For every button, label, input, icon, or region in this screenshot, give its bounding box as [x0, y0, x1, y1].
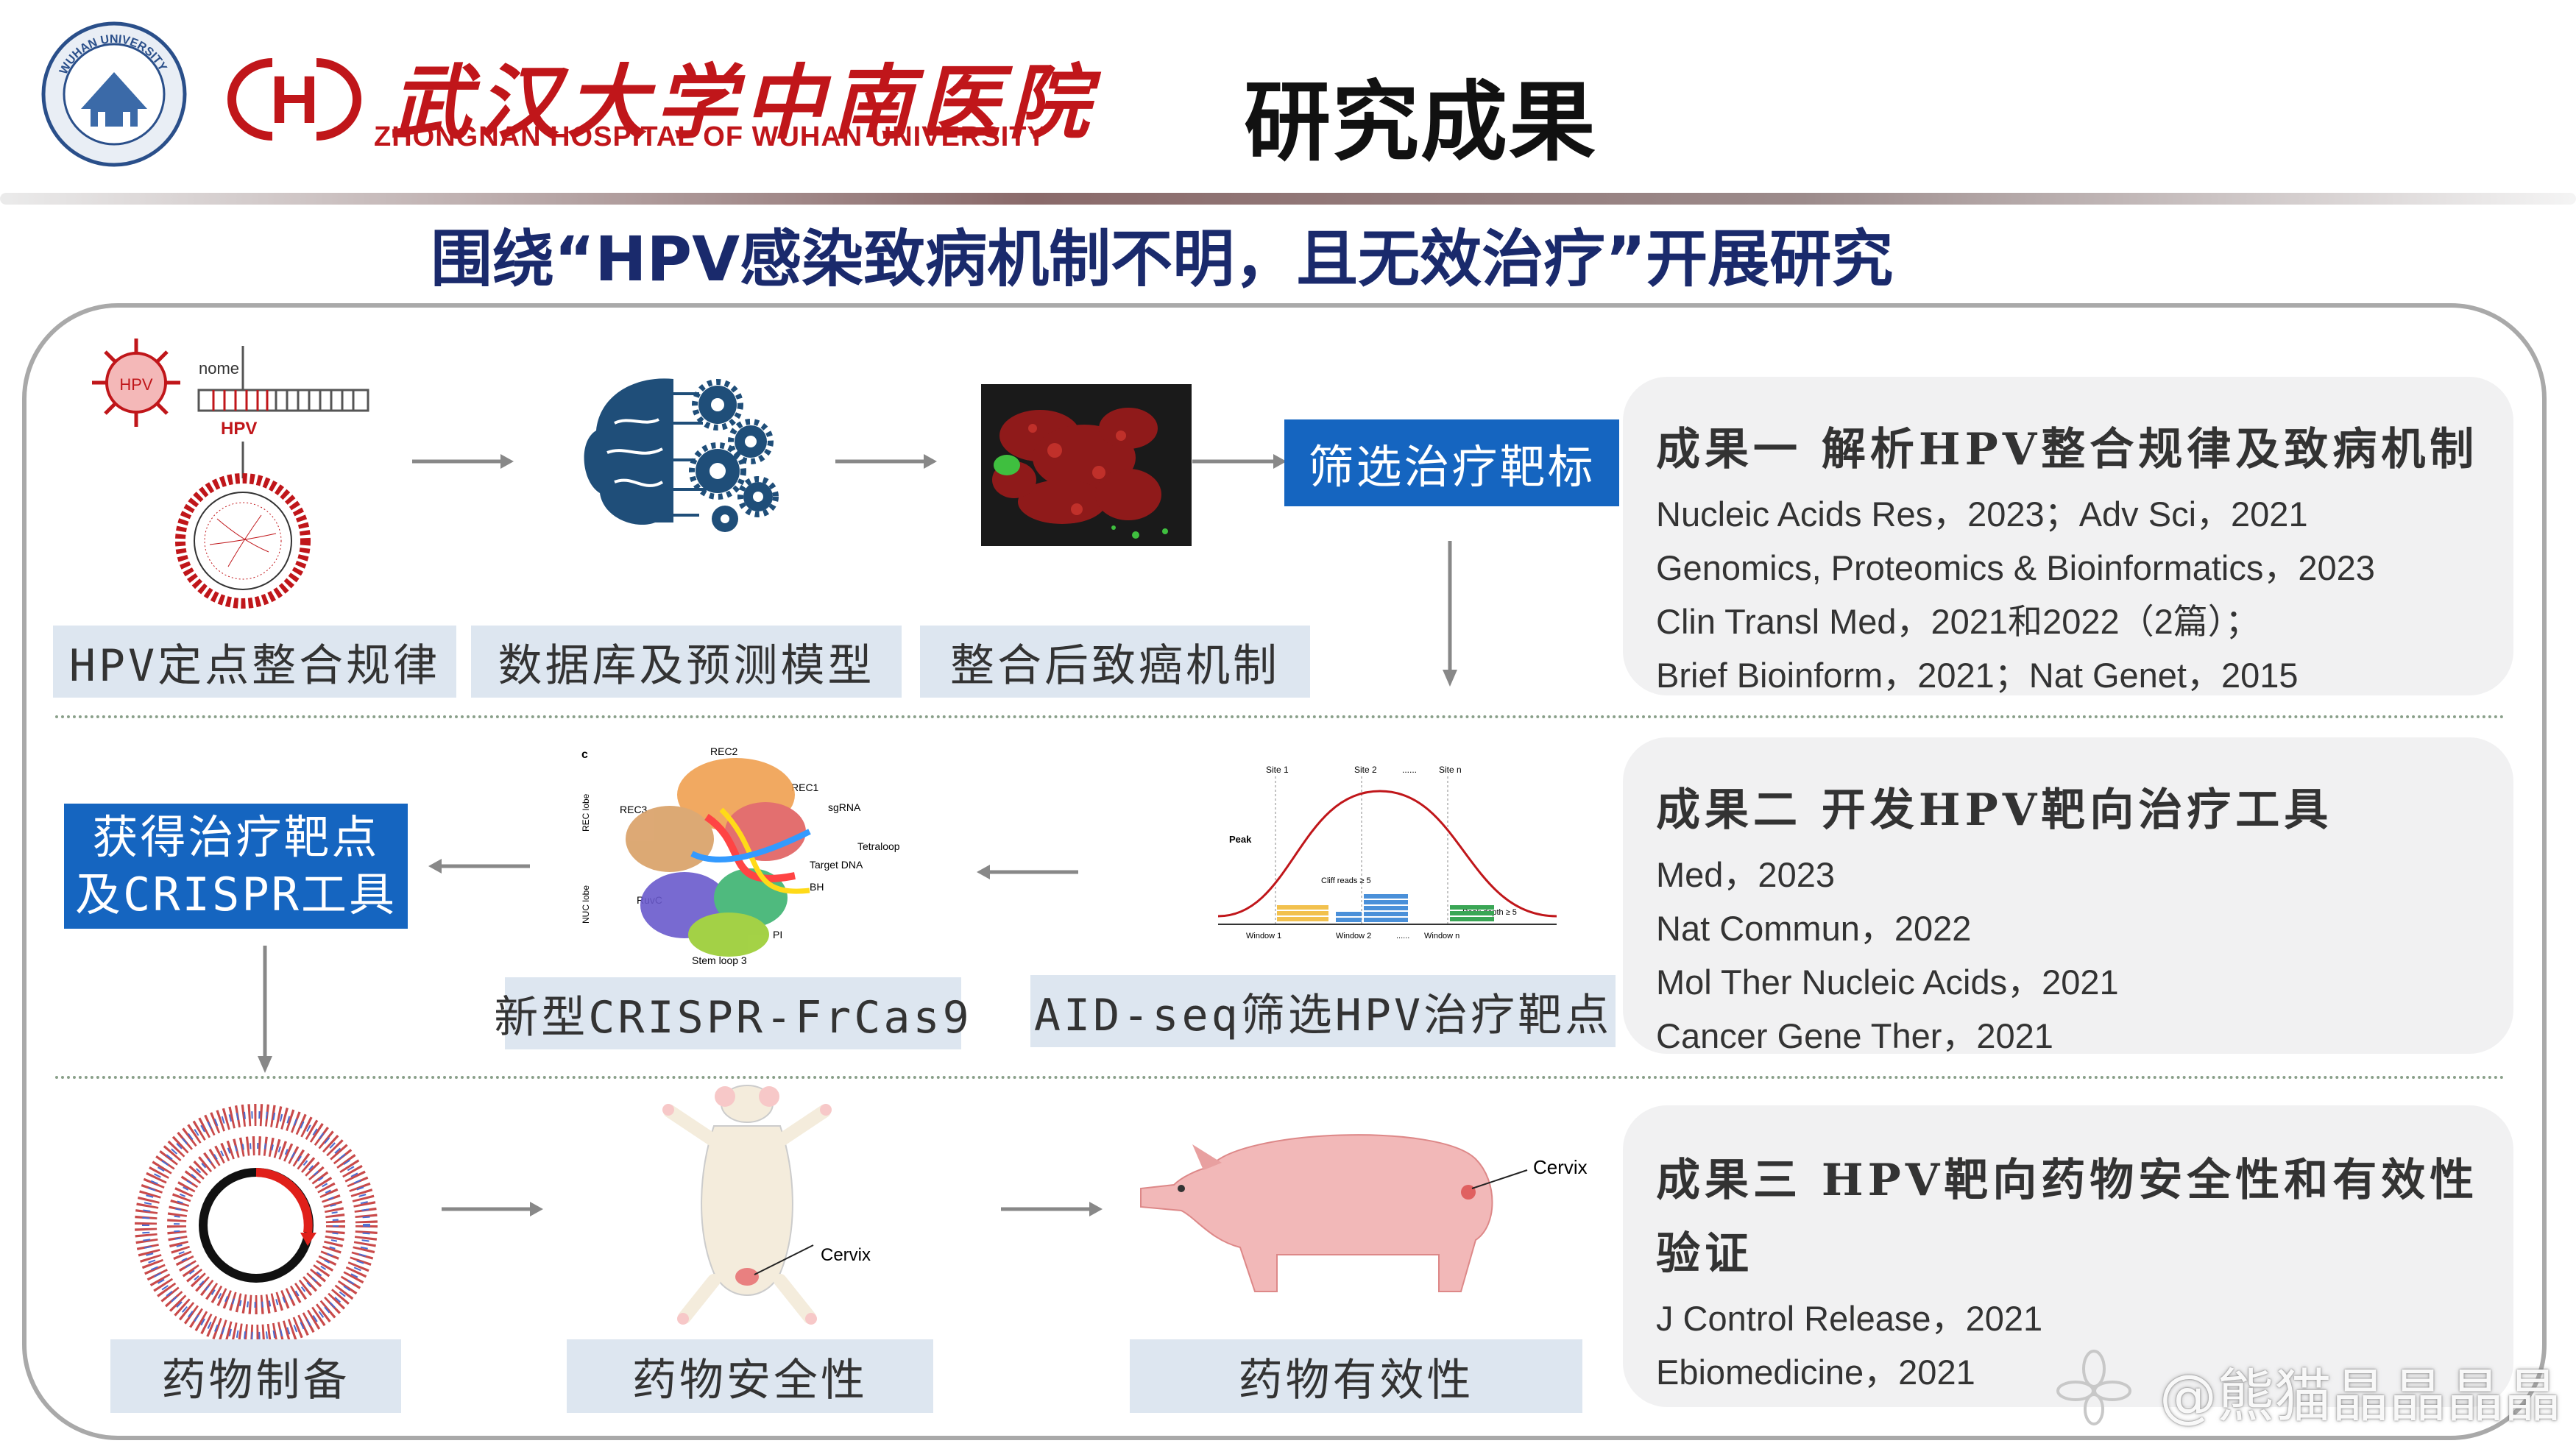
arrow-right-4	[442, 1202, 543, 1216]
result-2-line-4: Cancer Gene Ther，2021	[1656, 1016, 2053, 1055]
targets-crispr-line-2: 及CRISPR工具	[75, 868, 397, 921]
brain-gear-icon	[584, 378, 779, 532]
nanoparticle-illustration	[135, 1104, 378, 1347]
mouse-illustration: Cervix	[662, 1085, 871, 1325]
peak-site-n: Site n	[1439, 765, 1462, 775]
section-subtitle: 围绕“HPV感染致病机制不明，且无效治疗”开展研究	[431, 223, 1894, 295]
genome-text: nome	[199, 359, 239, 378]
peak-site-1: Site 1	[1266, 765, 1289, 775]
result-1-line-2: Genomics, Proteomics & Bioinformatics，20…	[1656, 548, 2375, 587]
circos-plot	[175, 473, 311, 609]
pig-illustration: Cervix	[1140, 1134, 1588, 1292]
structure-rec2: REC2	[710, 745, 738, 757]
structure-tetraloop: Tetraloop	[857, 840, 900, 852]
cliff-reads-label: Cliff reads ≥ 5	[1321, 876, 1371, 885]
result-1-line-1: Nucleic Acids Res，2023；Adv Sci，2021	[1656, 495, 2308, 534]
structure-bh: BH	[810, 881, 824, 893]
result-1-line-3: Clin Transl Med，2021和2022（2篇）；	[1656, 602, 2260, 641]
result-1-heading: 成果一 解析HPV整合规律及致病机制	[1656, 424, 2479, 475]
watermark-text: @熊猫晶晶晶晶	[2159, 1364, 2561, 1430]
structure-target-dna: Target DNA	[810, 859, 863, 871]
structure-rec3: REC3	[620, 804, 648, 815]
structure-pi: PI	[773, 929, 782, 940]
targets-crispr-box: 获得治疗靶点 及CRISPR工具	[64, 804, 408, 929]
result-2-heading: 成果二 开发HPV靶向治疗工具	[1656, 784, 2333, 836]
row-separator-2	[55, 1076, 2506, 1079]
result-panel-3	[1623, 1105, 2513, 1407]
aid-seq-peak-diagram: Site 1 Site 2 ...... Site n Peak Cliff r…	[1217, 765, 1557, 940]
structure-rec-lobe: REC lobe	[581, 793, 591, 832]
hospital-name-en: ZHONGNAN HOSPITAL OF WUHAN UNIVERSITY	[374, 121, 1047, 152]
pig-cervix-label: Cervix	[1533, 1156, 1588, 1178]
result-2-line-1: Med，2023	[1656, 855, 1835, 894]
arrow-left-2	[977, 865, 1078, 879]
genome-hpv-label: HPV	[221, 419, 257, 439]
result-3-heading-line-2: 验证	[1656, 1228, 1753, 1280]
peak-label: Peak	[1229, 834, 1252, 845]
microscopy-image	[981, 384, 1192, 546]
screen-targets-button: 筛选治疗靶标	[1284, 419, 1619, 506]
page-title: 研究成果	[1244, 71, 1598, 173]
label-drug-safety: 药物安全性	[567, 1339, 933, 1413]
result-1-line-4: Brief Bioinform，2021；Nat Genet，2015	[1656, 656, 2299, 695]
result-3-line-1: J Control Release，2021	[1656, 1299, 2043, 1338]
window-n: Window n	[1424, 932, 1459, 940]
result-2-line-2: Nat Commun，2022	[1656, 909, 1972, 948]
label-database-model: 数据库及预测模型	[471, 626, 902, 698]
result-3-line-2: Ebiomedicine，2021	[1656, 1353, 1975, 1392]
result-2-line-3: Mol Ther Nucleic Acids，2021	[1656, 963, 2119, 1002]
result-3-heading-line-1: 成果三 HPV靶向药物安全性和有效性	[1656, 1155, 2479, 1206]
arrow-left-1	[428, 859, 530, 874]
label-frcas9: 新型CRISPR-FrCas9	[494, 977, 969, 1049]
header-divider	[0, 193, 2576, 205]
main-frame	[22, 303, 2547, 1440]
hpv-virus-icon: HPV	[92, 339, 180, 427]
watermark-flower-icon	[2056, 1350, 2131, 1425]
frcas9-structure-image: c REC2 REC1 REC3 sgRNA Tetraloop Target …	[581, 745, 900, 966]
label-drug-preparation: 药物制备	[110, 1339, 401, 1413]
arrow-right-5	[1001, 1202, 1103, 1216]
arrow-right-3	[1192, 454, 1287, 469]
hospital-h-logo: H	[227, 58, 361, 141]
peak-site-2: Site 2	[1354, 765, 1377, 775]
structure-panel-c: c	[581, 748, 588, 761]
structure-nuc-lobe: NUC lobe	[581, 885, 591, 924]
window-dots: ......	[1396, 932, 1409, 940]
result-panel-1	[1623, 377, 2513, 695]
window-2: Window 2	[1336, 932, 1371, 940]
arrow-down-2	[258, 946, 272, 1073]
arrow-right-1	[412, 454, 514, 469]
targets-crispr-line-1: 获得治疗靶点	[92, 810, 380, 864]
mouse-cervix-label: Cervix	[821, 1245, 871, 1265]
structure-sgrna: sgRNA	[828, 801, 861, 813]
row-separator-1	[55, 715, 2506, 718]
university-seal-logo: WUHAN UNIVERSITY	[41, 21, 187, 167]
virus-hpv-label: HPV	[119, 375, 153, 394]
label-hpv-integration: HPV定点整合规律	[53, 626, 456, 698]
hospital-name-cn: 武汉大学中南医院	[390, 55, 1097, 150]
peak-site-dots: ......	[1402, 765, 1417, 775]
structure-rec1: REC1	[791, 782, 819, 793]
structure-stem-loop: Stem loop 3	[692, 954, 747, 966]
arrow-down-1	[1443, 541, 1457, 687]
hpv-integration-illustration: HPV nome HPV	[92, 339, 369, 609]
hospital-logo-letter: H	[270, 63, 319, 138]
label-aid-seq: AID-seq筛选HPV治疗靶点	[1030, 975, 1616, 1047]
arrow-right-2	[835, 454, 937, 469]
label-oncogenic-mechanism: 整合后致癌机制	[920, 626, 1310, 698]
window-1: Window 1	[1246, 932, 1281, 940]
result-panel-2	[1623, 737, 2513, 1054]
label-drug-efficacy: 药物有效性	[1130, 1339, 1582, 1413]
